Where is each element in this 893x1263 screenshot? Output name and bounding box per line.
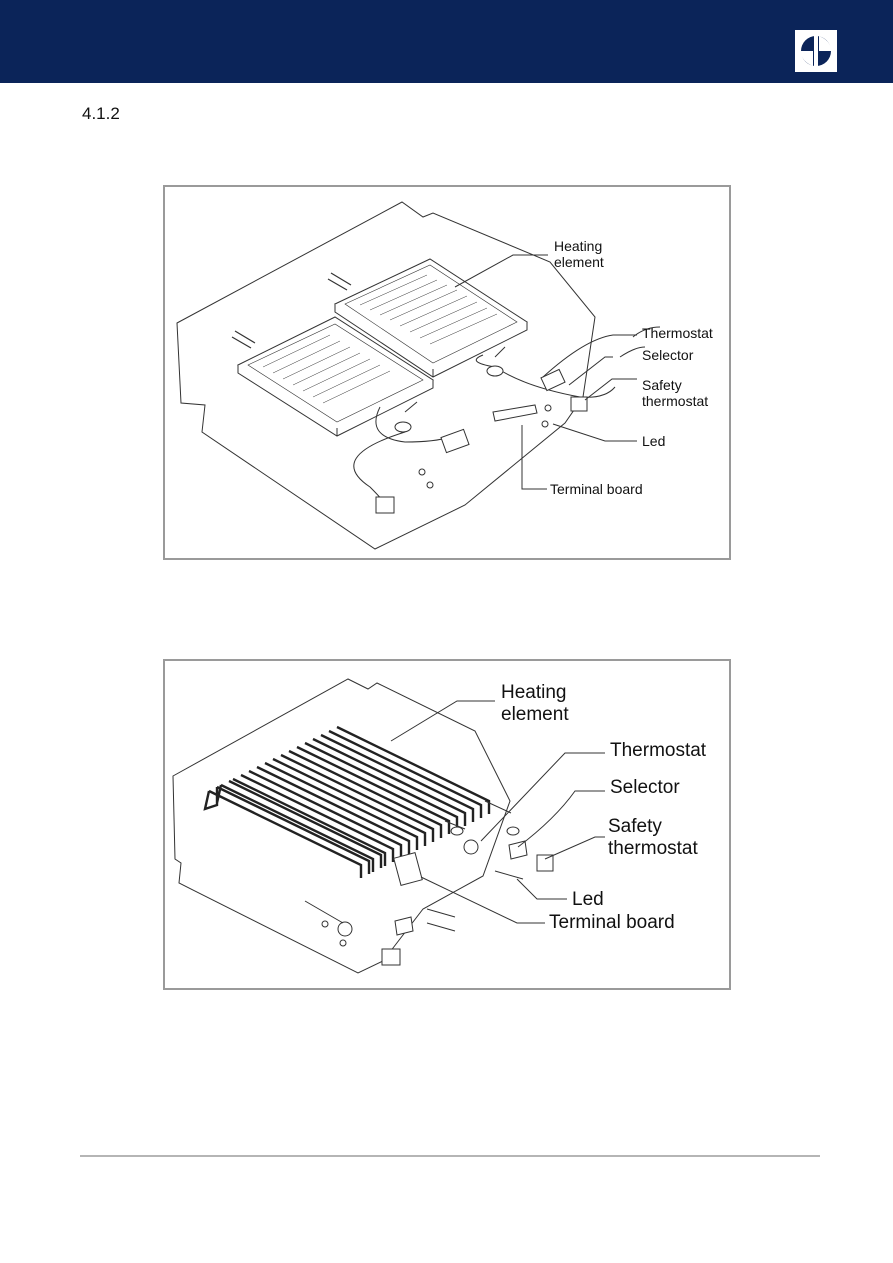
footer-divider xyxy=(80,1155,820,1157)
label-terminal-board: Terminal board xyxy=(549,912,675,933)
hotplate-back xyxy=(327,258,529,378)
page-header xyxy=(0,0,893,83)
bottom-leader-lines xyxy=(390,700,605,924)
label-thermostat: Thermostat xyxy=(610,740,707,761)
label-terminal-board: Terminal board xyxy=(550,481,643,497)
section-number: 4.1.2 xyxy=(82,104,120,123)
hotplate-front xyxy=(231,316,435,437)
label-led: Led xyxy=(642,433,666,449)
top-leader-lines xyxy=(454,254,637,490)
label-selector: Selector xyxy=(642,347,694,363)
top-diagram-drawing xyxy=(176,201,661,550)
heating-tubes xyxy=(203,725,491,878)
electrolux-logo-icon xyxy=(795,30,837,72)
label-led: Led xyxy=(572,889,604,910)
label-thermostat: Thermostat xyxy=(642,325,713,341)
bottom-diagram-drawing xyxy=(172,678,605,974)
label-selector: Selector xyxy=(610,777,680,798)
